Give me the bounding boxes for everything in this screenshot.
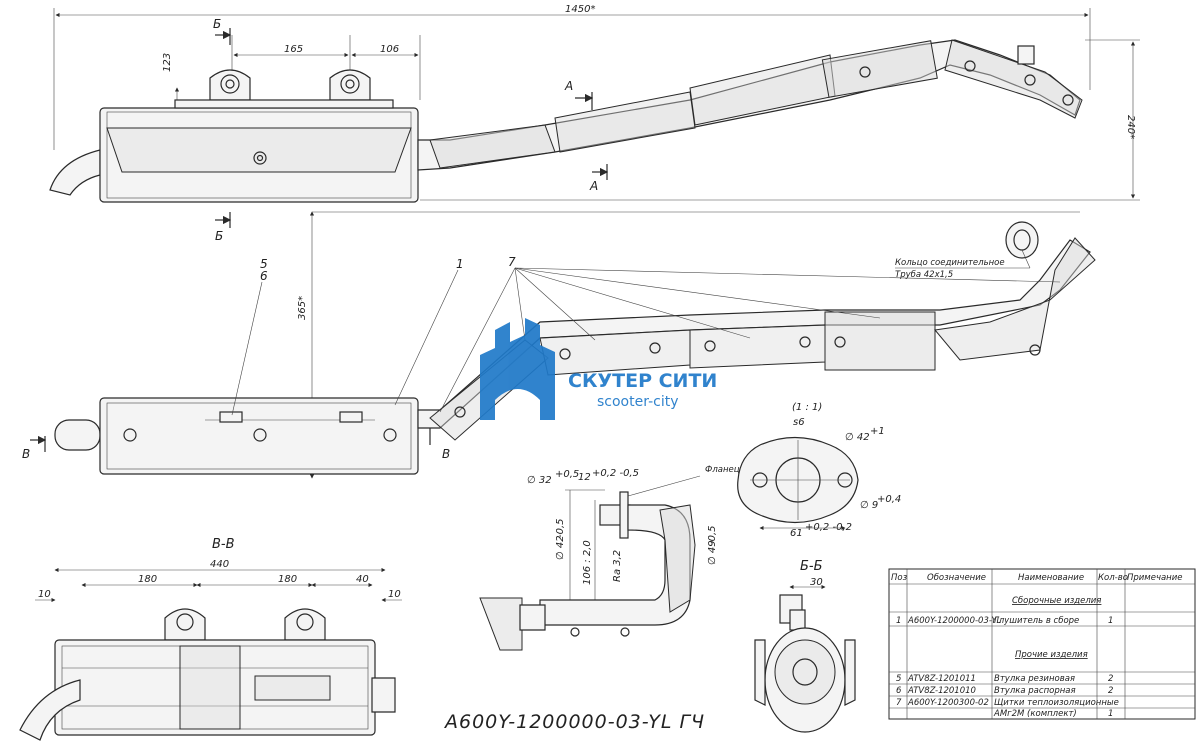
bom-row4-pos: 7 (896, 698, 902, 708)
ring-label-line2: Труба 42х1,5 (895, 270, 953, 280)
callout-6: 6 (260, 269, 268, 283)
dim-bv-10-left: 10 (38, 589, 51, 600)
bom-row3-qty: 2 (1108, 686, 1113, 696)
dim-bb-30: 30 (810, 577, 823, 588)
dim-fl-12: 12 (578, 472, 591, 483)
section-v-marker-right: В (442, 447, 450, 461)
watermark-logo: СКУТЕР СИТИ scooter-city (480, 318, 717, 420)
bom-header-qty: Кол-во (1098, 573, 1128, 583)
dim-240: 240* (1125, 115, 1136, 139)
flange-detail: ∅ 32 +0,5 12 +0,2 -0,5 Фланец ∅ 42 -0,5 … (479, 465, 740, 651)
dim-sc-42: ∅ 42 (845, 432, 870, 443)
drawing-number: A600Y-1200000-03-YL ГЧ (443, 711, 705, 733)
bom-header-name: Наименование (1018, 573, 1084, 583)
section-a-marker-bottom: A (589, 179, 598, 193)
watermark-line2: scooter-city (597, 394, 679, 410)
dim-fl-49: ∅ 49 (707, 540, 718, 565)
top-view: 1450* 165 106 123 240* Б Б (49, 4, 1140, 243)
dim-123: 123 (162, 53, 173, 72)
dim-bv-40: 40 (356, 574, 369, 585)
flange-scale-view: (1 : 1) s6 ∅ 42 +1 ∅ 9 +0,4 61 +0,2 -0,2 (737, 402, 901, 539)
bom-row4-name: Щитки теплоизоляционные (994, 698, 1119, 708)
dim-sc-61: 61 (790, 528, 803, 539)
dim-sc-61-tol: +0,2 -0,2 (805, 522, 852, 533)
dim-fl-32-tol: +0,5 (555, 469, 579, 480)
watermark-line1: СКУТЕР СИТИ (568, 370, 717, 392)
side-view: 365* В В 7 (22, 211, 1096, 479)
bom-row2-code: ATV8Z-1201011 (907, 674, 976, 684)
callout-7: 7 (508, 255, 516, 269)
section-bb-view: Б-Б 30 (754, 559, 856, 733)
bom-row3-pos: 6 (896, 686, 902, 696)
bom-row1-qty: 1 (1108, 616, 1113, 626)
label-flange: Фланец (705, 465, 740, 475)
bom-row3-code: ATV8Z-1201010 (907, 686, 976, 696)
bom-header-pos: Поз (891, 573, 908, 583)
bom-header-code: Обозначение (927, 573, 986, 583)
section-b-marker-bottom: Б (215, 229, 223, 243)
dim-365: 365* (297, 296, 308, 320)
dim-fl-ra: Ra 3,2 (612, 550, 623, 582)
dim-bv-180b: 180 (278, 574, 297, 585)
bom-row1-name: Глушитель в сборе (994, 616, 1079, 626)
dim-fl-12-tol: +0,2 -0,5 (592, 468, 639, 479)
section-b-marker-top: Б (213, 17, 221, 31)
dim-sc-9-tol: +0,4 (877, 494, 901, 505)
dim-fl-42-tol: -0,5 (555, 518, 566, 538)
bom-row5-name: АМг2М (комплект) (993, 709, 1077, 719)
ring-label-line1: Кольцо соединительное (895, 258, 1005, 268)
view-vv-title: В-В (212, 537, 235, 552)
dim-bv-10-right: 10 (388, 589, 401, 600)
view-bb-title: Б-Б (800, 559, 823, 574)
bom-row4-code: A600Y-1200300-02 (907, 698, 989, 708)
bom-group-assembly: Сборочные изделия (1012, 596, 1101, 606)
bom-table: Поз Обозначение Наименование Кол-во Прим… (888, 568, 1196, 720)
bom-row1-code: A600Y-1200000-03-YL (907, 616, 1002, 626)
dim-106: 106 (380, 44, 399, 55)
callout-5: 5 (260, 257, 268, 271)
dim-overall-length: 1450* (565, 4, 595, 15)
bom-header-note: Примечание (1127, 573, 1183, 583)
dim-fl-49-tol: -0,5 (707, 525, 718, 545)
bom-row2-pos: 5 (896, 674, 901, 684)
section-v-marker-left: В (22, 447, 30, 461)
bom-group-other: Прочие изделия (1015, 650, 1088, 660)
dim-fl-106: 106 : 2,0 (582, 540, 593, 585)
section-vv-view: В-В 440 180 180 40 10 10 (19, 537, 402, 741)
dim-sc-scale: (1 : 1) (792, 402, 822, 413)
dim-bv-440: 440 (210, 559, 229, 570)
bom-row5-qty: 1 (1108, 709, 1113, 719)
section-a-marker-top: A (564, 79, 573, 93)
dim-fl-32: ∅ 32 (527, 475, 552, 486)
dim-sc-42-tol: +1 (870, 426, 885, 437)
bom-row2-name: Втулка резиновая (994, 674, 1075, 684)
dim-fl-42: ∅ 42 (555, 535, 566, 560)
callout-1: 1 (456, 257, 464, 271)
bom-row1-pos: 1 (896, 616, 901, 626)
bom-row2-qty: 2 (1108, 674, 1113, 684)
dim-165: 165 (284, 44, 303, 55)
dim-sc-s6: s6 (793, 417, 805, 428)
bom-row3-name: Втулка распорная (994, 686, 1076, 696)
dim-bv-180a: 180 (138, 574, 157, 585)
dim-sc-9: ∅ 9 (860, 500, 878, 511)
